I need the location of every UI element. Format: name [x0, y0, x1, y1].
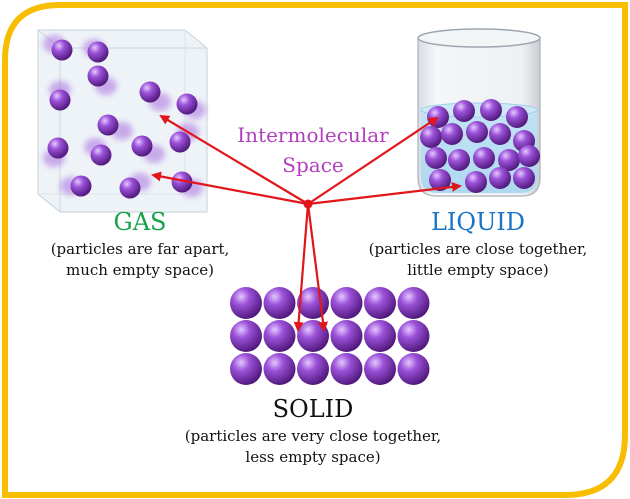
- solid-particle: [330, 287, 363, 319]
- solid-particle: [364, 287, 396, 319]
- solid-particle: [230, 287, 262, 319]
- gas-particle: [131, 135, 153, 157]
- liquid-particle: [489, 123, 511, 145]
- gas-particle: [176, 93, 198, 115]
- intermolecular-arrow: [306, 203, 328, 332]
- gas-particle: [97, 114, 119, 136]
- gas-particles: [47, 39, 198, 199]
- liquid-particles: [420, 99, 540, 193]
- solid-particle: [297, 353, 329, 385]
- solid-particle: [230, 320, 262, 352]
- liquid-particle: [513, 167, 535, 189]
- arrow-origin-dot: [303, 199, 313, 209]
- liquid-particle: [498, 149, 520, 171]
- liquid-description: (particles are close together, little em…: [368, 240, 588, 279]
- intermolecular-arrow: [293, 203, 310, 332]
- liquid-particle: [518, 145, 540, 167]
- solid-particle: [263, 353, 296, 385]
- gas-particle: [87, 41, 109, 63]
- gas-particle: [90, 144, 112, 166]
- solid-particle: [397, 320, 430, 352]
- solid-description: (particles are very close together, less…: [184, 427, 442, 466]
- solid-particle: [330, 353, 363, 385]
- liquid-particle: [480, 99, 502, 121]
- liquid-particle: [465, 171, 487, 193]
- gas-particle: [51, 39, 73, 61]
- liquid-particle: [453, 100, 475, 122]
- gas-particle: [171, 171, 193, 193]
- arrow-group: [151, 114, 462, 332]
- liquid-particle: [425, 147, 447, 169]
- solid-particle: [263, 287, 296, 319]
- liquid-particle: [427, 106, 449, 128]
- liquid-particle: [506, 106, 528, 128]
- solid-particle: [263, 320, 296, 352]
- intermolecular-arrow: [159, 114, 309, 205]
- liquid-particle: [441, 123, 463, 145]
- gas-particle: [87, 65, 109, 87]
- liquid-title: LIQUID: [430, 208, 526, 236]
- liquid-particle: [489, 167, 511, 189]
- solid-particle: [330, 320, 363, 352]
- gas-particle: [70, 175, 92, 197]
- intermolecular-arrow: [151, 171, 309, 206]
- gas-particle: [47, 137, 69, 159]
- solid-particle: [397, 353, 430, 385]
- gas-description: (particles are far apart, much empty spa…: [50, 240, 230, 279]
- gas-particle: [49, 89, 71, 111]
- solid-particle: [364, 320, 396, 352]
- gas-container: [37, 29, 208, 213]
- solid-particle: [364, 353, 396, 385]
- liquid-particle: [429, 169, 451, 191]
- solid-particle: [397, 287, 430, 319]
- gas-particle: [139, 81, 161, 103]
- intermolecular-arrow: [307, 181, 462, 206]
- intermolecular-arrow: [307, 116, 439, 205]
- liquid-particle: [473, 147, 495, 169]
- gas-particle: [119, 177, 141, 199]
- liquid-particle: [466, 121, 488, 143]
- gas-particle: [169, 131, 191, 153]
- solid-particle: [230, 353, 262, 385]
- liquid-particle: [448, 149, 470, 171]
- liquid-particle: [420, 126, 442, 148]
- solid-title: SOLID: [272, 395, 354, 423]
- intermolecular-space-label: Intermolecular Space: [237, 123, 389, 177]
- gas-title: GAS: [113, 208, 167, 236]
